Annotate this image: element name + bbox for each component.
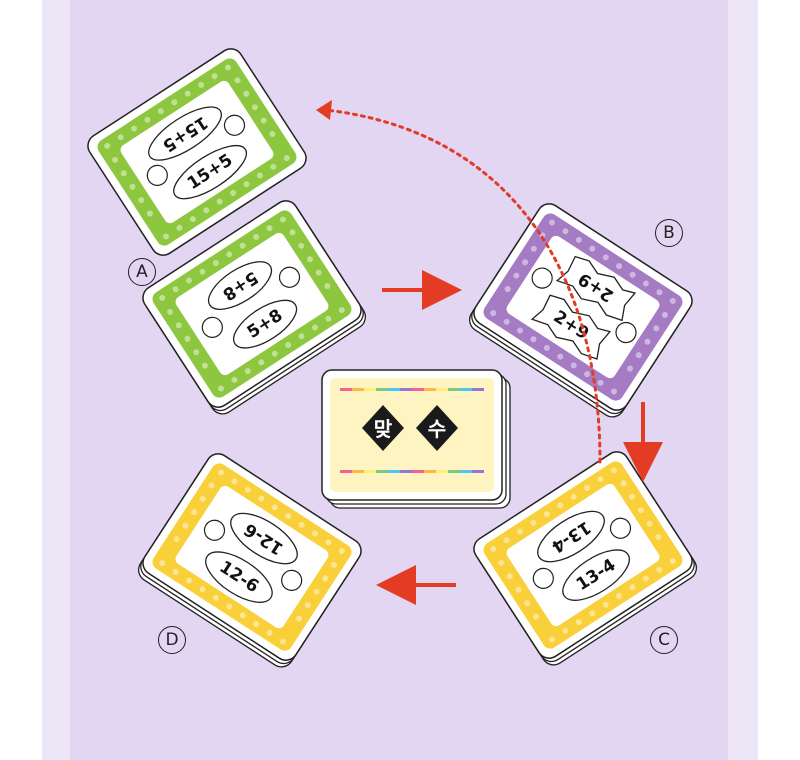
character-face-icon bbox=[531, 267, 637, 344]
character-face-icon bbox=[532, 517, 632, 589]
character-face-icon bbox=[201, 266, 301, 338]
character-face-icon bbox=[146, 114, 246, 186]
center-deck-face bbox=[330, 378, 494, 492]
card-b-deck[interactable]: 2+9 2+9 bbox=[465, 199, 697, 421]
label-a: A bbox=[128, 258, 156, 286]
label-c: C bbox=[650, 626, 678, 654]
card-d-deck[interactable]: 12-6 12-6 bbox=[134, 449, 366, 671]
title-left-char: 맞 bbox=[374, 417, 393, 441]
card-a-top[interactable]: 15+5 15+5 bbox=[83, 44, 310, 259]
rainbow-stripe-top bbox=[340, 388, 484, 391]
label-d: D bbox=[158, 626, 186, 654]
center-deck[interactable]: 맞 수 bbox=[321, 369, 511, 509]
dotted-return-path bbox=[324, 108, 602, 464]
rainbow-stripe-bottom bbox=[340, 470, 484, 473]
card-a-deck[interactable]: 5+8 5+8 bbox=[138, 196, 370, 418]
character-face-icon bbox=[203, 519, 303, 591]
card-c-deck[interactable]: 13-4 13-4 bbox=[469, 447, 701, 669]
title-diamond-left: 맞 bbox=[362, 405, 404, 451]
label-b: B bbox=[655, 219, 683, 247]
title-diamond-right: 수 bbox=[416, 405, 458, 451]
dotted-return-arrowhead-icon bbox=[316, 100, 332, 120]
title-right-char: 수 bbox=[428, 417, 446, 441]
